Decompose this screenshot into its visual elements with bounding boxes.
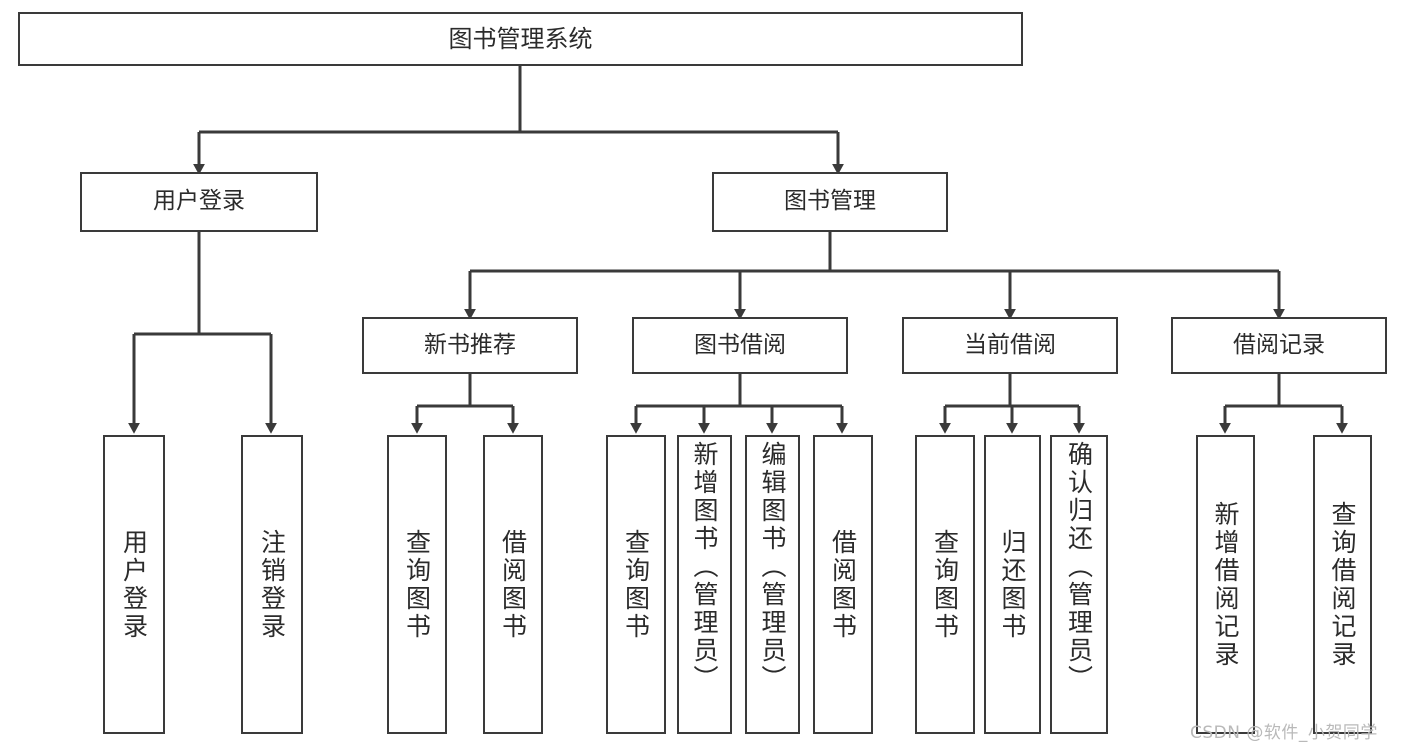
- node-leaf-edit-book-admin[interactable]: 编辑图书（管理员）: [745, 435, 800, 734]
- node-leaf-add-borrow-record[interactable]: 新增借阅记录: [1196, 435, 1255, 734]
- node-label: 借阅图书: [498, 528, 528, 641]
- node-label: 新书推荐: [424, 331, 516, 358]
- node-new-book-recommend[interactable]: 新书推荐: [362, 317, 578, 374]
- node-leaf-query-book-recommend[interactable]: 查询图书: [387, 435, 447, 734]
- node-leaf-query-book-borrow[interactable]: 查询图书: [606, 435, 666, 734]
- node-label: 借阅图书: [828, 528, 858, 641]
- node-label: 借阅记录: [1233, 331, 1325, 358]
- node-label: 查询借阅记录: [1328, 500, 1357, 669]
- node-user-login[interactable]: 用户登录: [80, 172, 318, 232]
- node-leaf-add-book-admin[interactable]: 新增图书（管理员）: [677, 435, 732, 734]
- node-label: 编辑图书（管理员）: [758, 441, 787, 693]
- node-label: 图书管理系统: [448, 24, 593, 53]
- node-leaf-confirm-return-admin[interactable]: 确认归还（管理员）: [1050, 435, 1108, 734]
- node-root-book-management-system[interactable]: 图书管理系统: [18, 12, 1023, 66]
- node-label: 新增借阅记录: [1211, 500, 1240, 669]
- node-leaf-logout[interactable]: 注销登录: [241, 435, 303, 734]
- node-label: 查询图书: [621, 528, 651, 641]
- node-label: 图书管理: [784, 188, 876, 215]
- node-label: 用户登录: [119, 528, 149, 641]
- node-current-borrow[interactable]: 当前借阅: [902, 317, 1118, 374]
- node-leaf-query-borrow-record[interactable]: 查询借阅记录: [1313, 435, 1372, 734]
- node-leaf-return-book[interactable]: 归还图书: [984, 435, 1041, 734]
- node-leaf-query-book-current[interactable]: 查询图书: [915, 435, 975, 734]
- node-label: 查询图书: [930, 528, 960, 641]
- node-label: 注销登录: [257, 528, 287, 641]
- node-leaf-borrow-book-recommend[interactable]: 借阅图书: [483, 435, 543, 734]
- node-label: 用户登录: [153, 188, 245, 215]
- node-label: 图书借阅: [694, 331, 786, 358]
- node-leaf-user-login[interactable]: 用户登录: [103, 435, 165, 734]
- node-label: 归还图书: [998, 528, 1027, 641]
- node-leaf-borrow-book[interactable]: 借阅图书: [813, 435, 873, 734]
- node-label: 确认归还（管理员）: [1064, 441, 1094, 693]
- node-borrow-record[interactable]: 借阅记录: [1171, 317, 1387, 374]
- node-label: 新增图书（管理员）: [690, 441, 719, 693]
- node-label: 查询图书: [402, 528, 432, 641]
- node-book-borrow[interactable]: 图书借阅: [632, 317, 848, 374]
- node-label: 当前借阅: [964, 331, 1056, 358]
- node-book-management[interactable]: 图书管理: [712, 172, 948, 232]
